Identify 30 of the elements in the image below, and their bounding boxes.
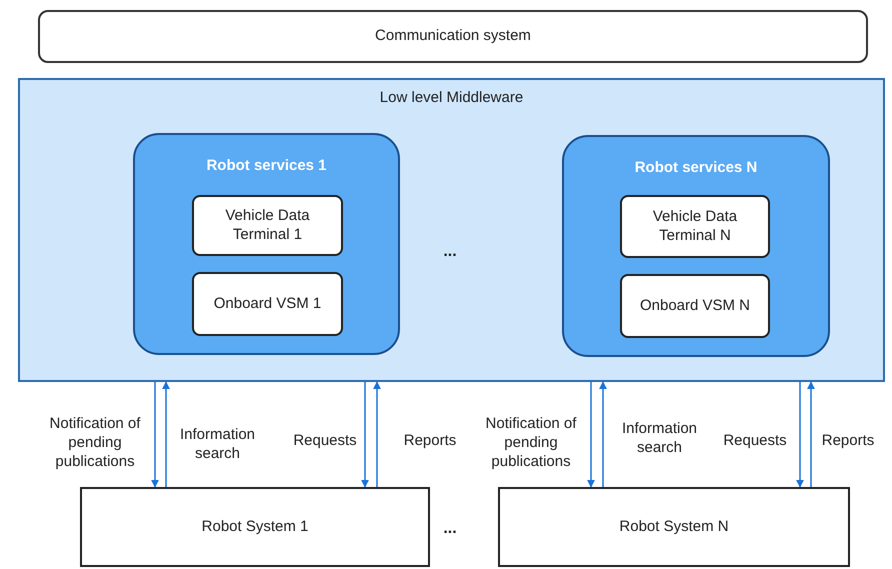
- node-label: Robot services N: [634, 159, 758, 178]
- node-label: Communication system: [374, 27, 532, 46]
- component-box: [192, 195, 343, 256]
- system-box: [498, 487, 850, 567]
- node-label: Onboard VSM 1: [212, 294, 322, 314]
- node-label: Robot System 1: [200, 518, 310, 536]
- ellipsis: ...: [443, 520, 457, 538]
- arrow: [162, 381, 170, 487]
- arrow: [599, 381, 607, 487]
- component-box: [620, 195, 770, 258]
- node-label: Vehicle Data Terminal N: [652, 208, 738, 246]
- system-box: [80, 487, 430, 567]
- service-group: [133, 133, 400, 355]
- node-label: Robot services 1: [205, 157, 328, 176]
- arrow: [151, 382, 159, 488]
- node-label: Robot System N: [618, 518, 730, 536]
- arrow: [361, 382, 369, 488]
- node-label: Vehicle Data Terminal 1: [224, 206, 311, 244]
- service-group: [562, 135, 830, 357]
- component-box: [192, 272, 343, 336]
- arrow: [807, 381, 815, 487]
- ellipsis: ...: [443, 243, 457, 261]
- node-label: Onboard VSM N: [638, 296, 752, 316]
- component-box: [620, 274, 770, 338]
- arrow: [796, 382, 804, 488]
- system-bar: [38, 10, 868, 63]
- node-label: Low level Middleware: [378, 89, 524, 108]
- arrow: [587, 382, 595, 488]
- middleware-panel: [18, 78, 885, 382]
- arrow: [373, 381, 381, 487]
